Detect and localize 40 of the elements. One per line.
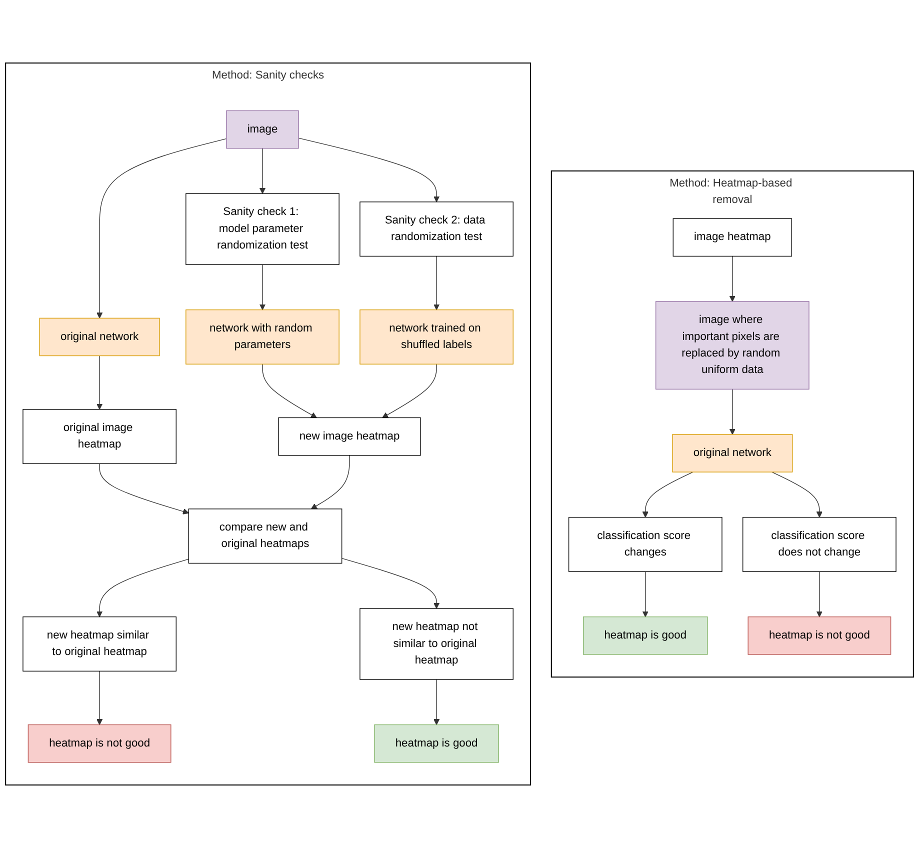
arrow	[433, 679, 440, 726]
node-box: heatmap is not good	[748, 616, 892, 655]
node-box: heatmap is not good	[28, 724, 172, 763]
node-box: network with random parameters	[186, 309, 340, 364]
arrow	[96, 138, 227, 318]
node-box: network trained on shuffled labels	[360, 309, 514, 364]
node-box: Sanity check 2: data randomization test	[360, 202, 514, 257]
arrow	[96, 558, 190, 618]
node-box: new heatmap similar to original heatmap	[22, 616, 176, 672]
node-box: image	[226, 110, 299, 149]
arrow	[642, 571, 648, 618]
node-box: original network	[39, 318, 160, 356]
arrow	[259, 264, 266, 310]
node-box: image where important pixels are replaced by random uniform data	[656, 301, 810, 390]
arrow	[342, 558, 440, 609]
arrow	[259, 148, 266, 194]
node-box: original image heatmap	[22, 409, 176, 464]
node-box: heatmap is good	[374, 724, 499, 763]
arrow	[96, 670, 103, 726]
arrow	[96, 355, 103, 410]
node-box: Sanity check 1: model parameter randomization test	[186, 193, 340, 265]
node-box: new heatmap not similar to original heatmap	[360, 608, 514, 680]
node-box: classification score changes	[568, 516, 722, 572]
arrow	[433, 256, 440, 310]
node-box: classification score does not change	[742, 516, 896, 572]
node-box: image heatmap	[672, 218, 792, 257]
arrow	[816, 571, 822, 618]
arrow	[772, 472, 822, 518]
arrow	[729, 388, 736, 435]
arrow	[298, 138, 440, 202]
node-box: new image heatmap	[278, 417, 421, 456]
arrow	[642, 472, 694, 518]
node-box: original network	[672, 434, 793, 472]
node-box: compare new and original heatmaps	[188, 508, 342, 564]
arrow	[729, 256, 736, 302]
arrow	[262, 364, 317, 418]
arrow	[99, 463, 189, 514]
arrow	[382, 364, 437, 418]
node-box: heatmap is good	[582, 616, 708, 655]
arrow	[310, 454, 350, 510]
